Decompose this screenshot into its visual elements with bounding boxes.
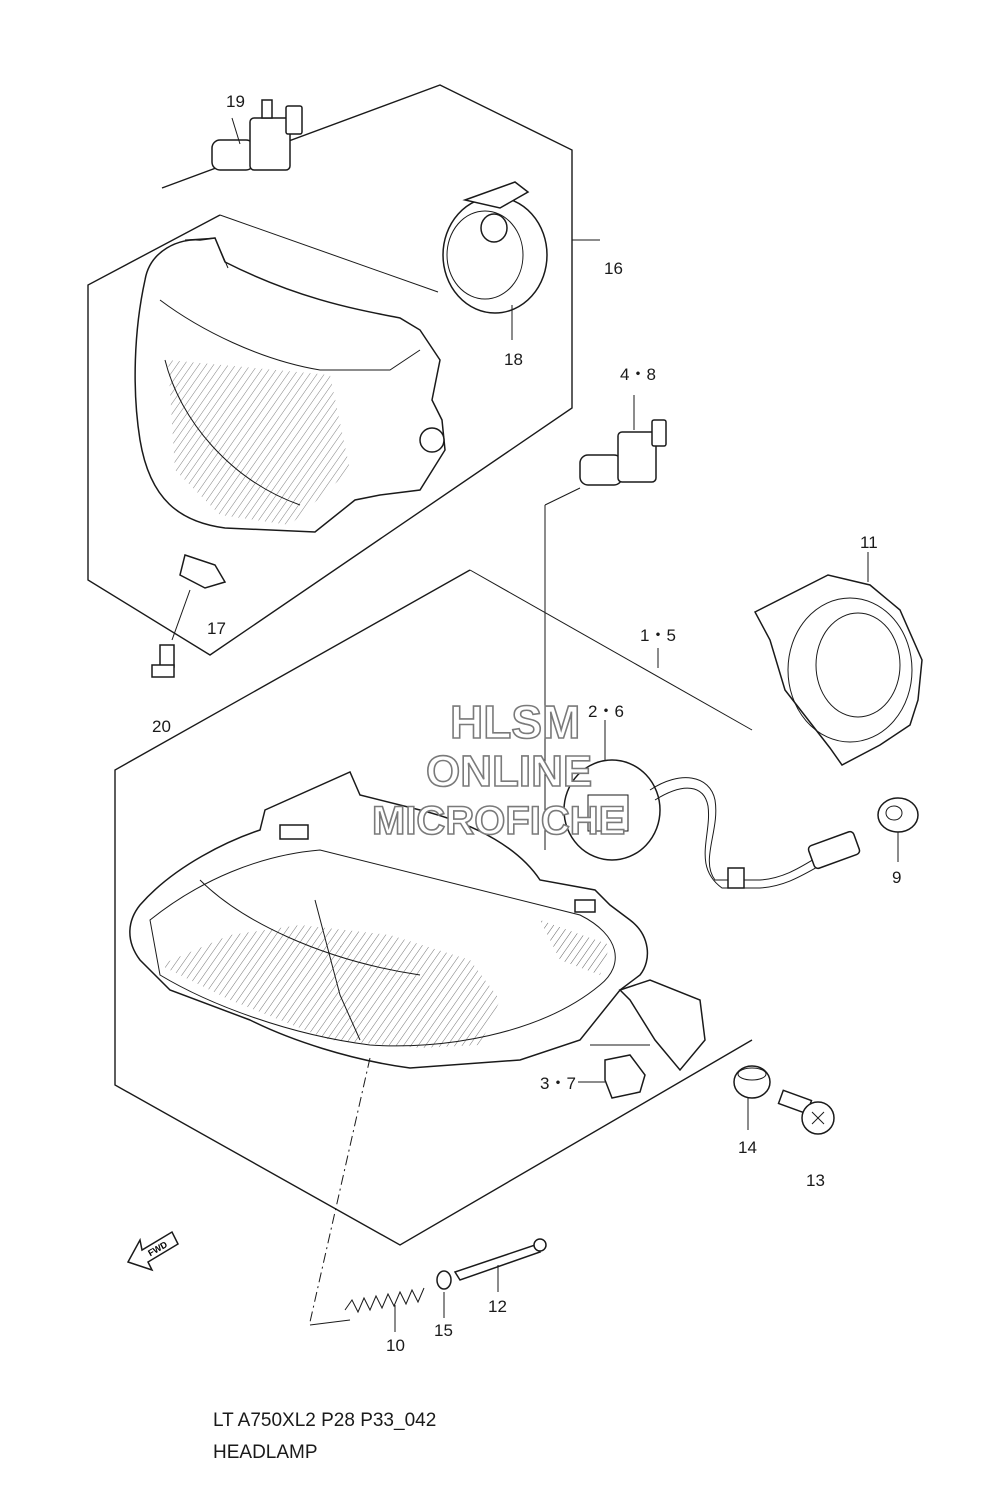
section-title: HEADLAMP: [213, 1442, 318, 1463]
grommet-9-icon: [877, 797, 919, 862]
watermark-line-1: HLSM: [450, 696, 580, 748]
bulb-19-icon: [211, 99, 303, 171]
dust-cover-11-icon: [753, 552, 923, 766]
watermark: HLSM ONLINE MICROFICHE: [371, 695, 626, 844]
lower-headlamp-housing-icon: [129, 771, 706, 1072]
assembly-guide-line: [309, 1057, 371, 1323]
fwd-arrow-icon: FWD: [126, 1230, 179, 1272]
grommet-14-icon: [733, 1065, 771, 1130]
callout-20: 20: [152, 717, 171, 736]
callout-18: 18: [504, 350, 523, 369]
spring-10-icon: [309, 1287, 425, 1332]
adjust-screw-12-icon: [453, 1238, 547, 1292]
callout-4-8: 4・8: [620, 365, 656, 384]
callout-1-5: 1・5: [640, 626, 676, 645]
callout-10: 10: [386, 1336, 405, 1355]
callout-13: 13: [806, 1171, 825, 1190]
screw-13-icon: [777, 1089, 835, 1135]
lower-assembly-frame: [114, 569, 753, 1246]
watermark-line-2: ONLINE: [426, 747, 592, 796]
callout-12: 12: [488, 1297, 507, 1316]
callout-15: 15: [434, 1321, 453, 1340]
screw-20-icon: [151, 644, 175, 678]
socket-2-6-icon: [563, 720, 861, 889]
model-code: LT A750XL2 P28 P33_042: [213, 1410, 436, 1431]
callout-19: 19: [226, 92, 245, 111]
callout-2-6: 2・6: [588, 702, 624, 721]
callout-11: 11: [860, 533, 878, 552]
socket-cover-18-icon: [442, 181, 548, 340]
washer-15-icon: [436, 1270, 452, 1318]
upper-assembly-frame: [87, 84, 600, 656]
callout-9: 9: [892, 868, 901, 887]
watermark-line-3: MICROFICHE: [372, 799, 625, 843]
bulb-4-8-icon: [544, 395, 667, 850]
callout-17: 17: [207, 619, 226, 638]
upper-headlamp-housing-icon: [134, 237, 446, 641]
callout-16: 16: [604, 259, 623, 278]
callout-14: 14: [738, 1138, 757, 1157]
clip-3-7-icon: [578, 1054, 646, 1099]
callout-3-7: 3・7: [540, 1074, 576, 1093]
